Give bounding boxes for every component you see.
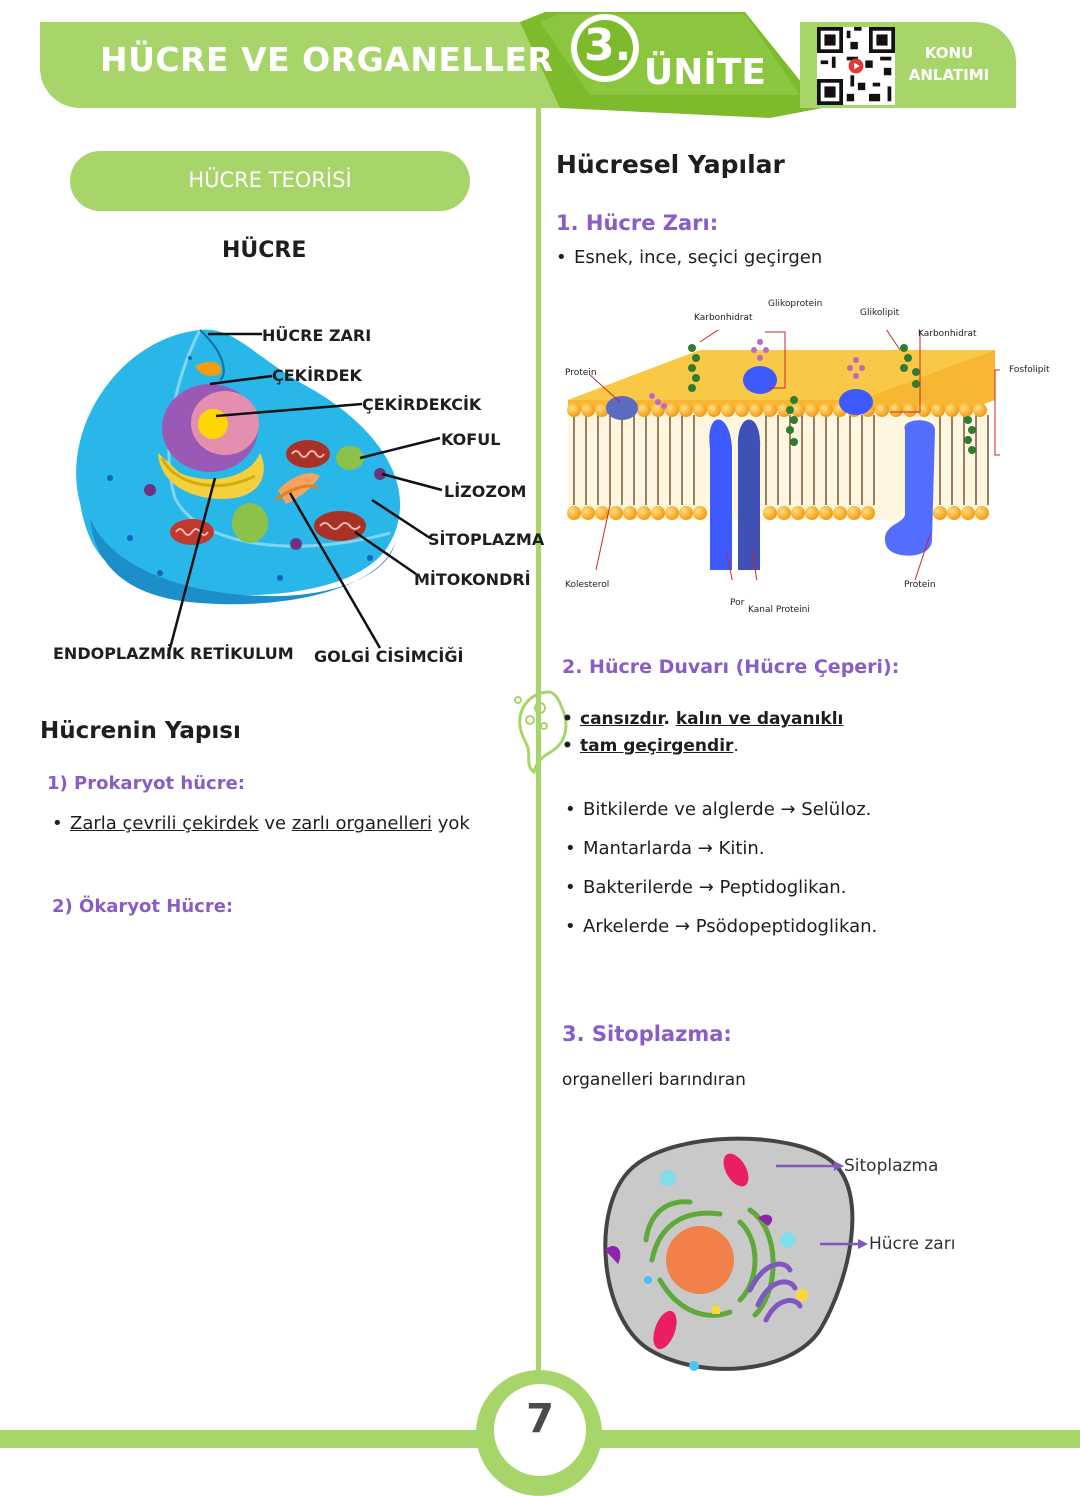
cell-membrane-diagram bbox=[567, 330, 1000, 580]
konu-line2: ANLATIMI bbox=[908, 66, 990, 84]
label-cekirdekcik: ÇEKİRDEKCİK bbox=[362, 395, 482, 414]
column-divider bbox=[536, 108, 541, 1398]
prokaryot-part2: ve bbox=[258, 813, 292, 834]
structure-heading: Hücrenin Yapısı bbox=[40, 718, 241, 744]
label-golgi: GOLGİ CİSİMCİĞİ bbox=[314, 647, 464, 666]
diagram-label-sitoplazma: Sitoplazma bbox=[844, 1156, 939, 1176]
wall-item-text: Bitkilerde ve alglerde → Selüloz. bbox=[583, 799, 872, 820]
label-sitoplazma: SİTOPLAZMA bbox=[428, 530, 545, 549]
duvar-kalin: kalın ve dayanıklı bbox=[675, 709, 844, 729]
qr-code-icon[interactable] bbox=[817, 27, 895, 105]
animal-cell-diagram bbox=[76, 329, 443, 657]
sitoplazma-text: organelleri barındıran bbox=[562, 1070, 746, 1090]
prokaryot-part4: yok bbox=[431, 813, 470, 834]
unit-badge-shape bbox=[520, 12, 822, 118]
zar-item-text: Esnek, ince, seçici geçirgen bbox=[574, 247, 823, 268]
wall-item-mantarlar: •Mantarlarda → Kitin. bbox=[565, 838, 765, 859]
label-lizozom: LİZOZOM bbox=[444, 482, 527, 501]
diagram-label-hucre-zari: Hücre zarı bbox=[869, 1234, 956, 1254]
label-protein-2: Protein bbox=[904, 580, 936, 590]
wall-item-text: Bakterilerde → Peptidoglikan. bbox=[583, 877, 847, 898]
label-glikoprotein: Glikoprotein bbox=[768, 299, 823, 309]
label-kolesterol: Kolesterol bbox=[565, 580, 610, 590]
label-kanal-proteini: Kanal Proteini bbox=[748, 605, 810, 615]
brain-head-icon bbox=[514, 690, 568, 775]
duvar-sep: . bbox=[663, 709, 676, 729]
wall-item-arkeler: •Arkelerde → Psödopeptidoglikan. bbox=[565, 916, 878, 937]
unit-number: 3. bbox=[584, 20, 632, 71]
duvar-end: . bbox=[733, 736, 739, 756]
unit-word: ÜNİTE bbox=[644, 52, 766, 93]
label-mitokondri: MİTOKONDRİ bbox=[414, 570, 531, 589]
label-koful: KOFUL bbox=[441, 430, 501, 449]
label-karbonhidrat-2: Karbonhidrat bbox=[918, 329, 977, 339]
label-cekirdek: ÇEKİRDEK bbox=[272, 366, 362, 385]
label-hucre-zari: HÜCRE ZARI bbox=[262, 326, 372, 345]
label-por: Por bbox=[730, 598, 745, 608]
prokaryot-part3: zarlı organelleri bbox=[291, 813, 432, 834]
duvar-cansiz: cansızdır bbox=[580, 709, 664, 729]
label-karbonhidrat-1: Karbonhidrat bbox=[694, 313, 753, 323]
label-endoplazmik-retikulum: ENDOPLAZMİK RETİKULUM bbox=[53, 644, 294, 663]
prokaryot-item: •Zarla çevrili çekirdek ve zarlı organel… bbox=[52, 813, 470, 834]
duvar-item-2: •tam geçirgendir. bbox=[562, 736, 739, 756]
duvar-tam-gecirgen: tam geçirgendir bbox=[580, 736, 734, 756]
label-protein-1: Protein bbox=[565, 368, 597, 378]
konu-line1: KONU bbox=[924, 44, 974, 62]
duvar-item-1: •cansızdır. kalın ve dayanıklı bbox=[562, 709, 844, 729]
konu-anlatimi-label: KONU ANLATIMI bbox=[905, 42, 993, 86]
right-section-title: Hücresel Yapılar bbox=[556, 150, 785, 179]
page-number: 7 bbox=[526, 1396, 554, 1442]
duvar-heading: 2. Hücre Duvarı (Hücre Çeperi): bbox=[562, 656, 900, 678]
zar-item: •Esnek, ince, seçici geçirgen bbox=[556, 247, 823, 268]
wall-item-bitkiler: •Bitkilerde ve alglerde → Selüloz. bbox=[565, 799, 872, 820]
header-banner-left bbox=[40, 22, 560, 108]
label-glikolipit: Glikolipit bbox=[860, 308, 900, 318]
zar-heading: 1. Hücre Zarı: bbox=[556, 211, 719, 235]
okaryot-heading: 2) Ökaryot Hücre: bbox=[52, 896, 234, 917]
label-fosfolipit: Fosfolipit bbox=[1009, 365, 1050, 375]
cell-diagram-title: HÜCRE bbox=[222, 238, 307, 263]
section-pill bbox=[70, 151, 470, 211]
wall-item-text: Mantarlarda → Kitin. bbox=[583, 838, 765, 859]
sitoplazma-heading: 3. Sitoplazma: bbox=[562, 1022, 732, 1046]
prokaryot-part1: Zarla çevrili çekirdek bbox=[70, 813, 259, 834]
prokaryot-heading: 1) Prokaryot hücre: bbox=[47, 773, 245, 794]
section-pill-label: HÜCRE TEORİSİ bbox=[188, 168, 352, 192]
wall-item-text: Arkelerde → Psödopeptidoglikan. bbox=[583, 916, 878, 937]
cell-cytoplasm-diagram bbox=[603, 1136, 868, 1371]
wall-item-bakteriler: •Bakterilerde → Peptidoglikan. bbox=[565, 877, 847, 898]
page-title: HÜCRE VE ORGANELLER bbox=[100, 40, 554, 79]
